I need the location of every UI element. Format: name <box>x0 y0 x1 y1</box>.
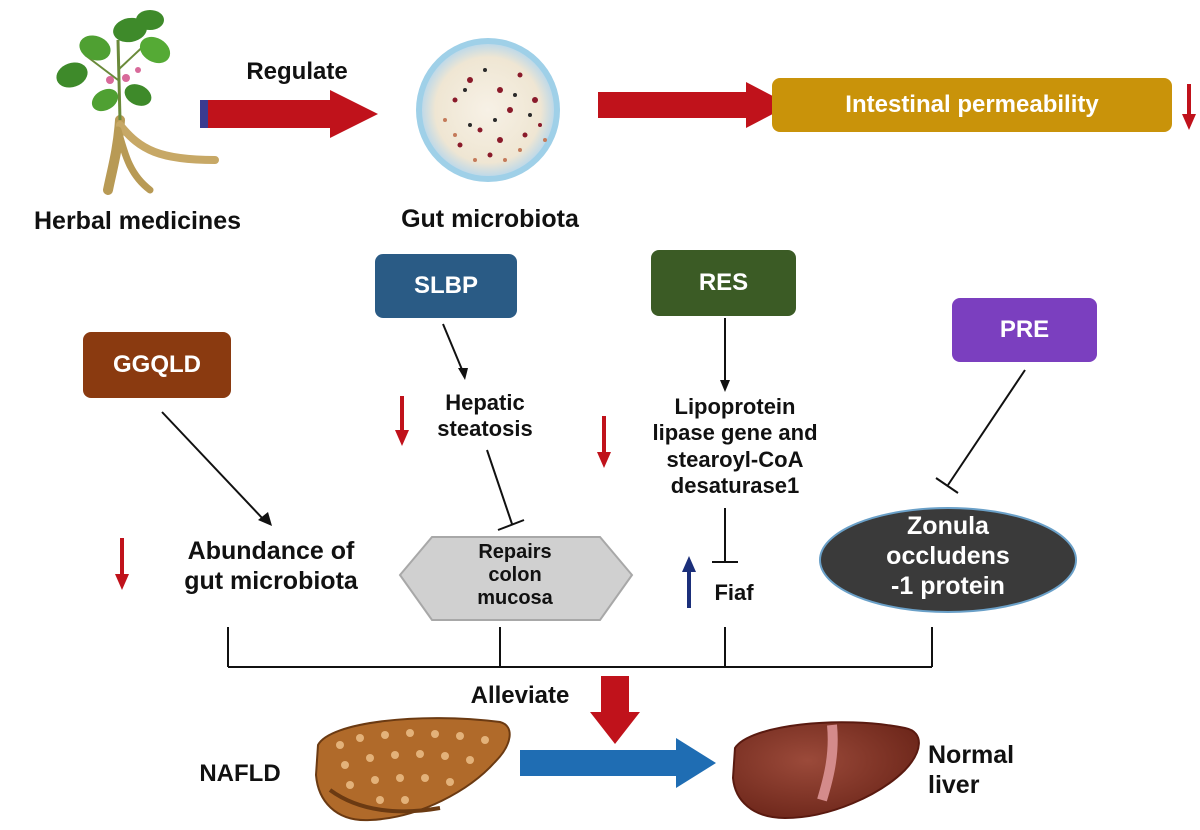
res-box: RES <box>651 250 796 316</box>
lipoprotein-label: Lipoprotein lipase gene and stearoyl-CoA… <box>652 394 818 499</box>
alleviate-arrow <box>590 676 640 744</box>
regulate-label: Regulate <box>246 58 348 85</box>
repairs-label: Repairs colon mucosa <box>477 541 553 609</box>
normal-liver-icon <box>731 721 920 820</box>
alleviate-bracket <box>227 627 933 668</box>
down-arrow-hepatic <box>395 396 409 446</box>
slbp-box: SLBP <box>375 254 517 318</box>
down-arrow-abundance <box>115 538 129 590</box>
slbp-to-hepatic-line <box>442 323 464 373</box>
zonula-label: Zonula occludens -1 protein <box>886 512 1010 600</box>
intestinal-permeability-box <box>772 78 1172 132</box>
alleviate-label: Alleviate <box>470 682 570 709</box>
nafld-to-normal-arrow <box>520 738 716 788</box>
fatty-liver-icon <box>314 717 511 822</box>
hepatic-inhibit-bar <box>497 519 525 531</box>
herb-plant-icon <box>56 10 219 195</box>
slbp-arrowhead <box>458 368 468 380</box>
down-arrow-permeability <box>1182 84 1196 130</box>
regulate-arrow <box>200 90 378 138</box>
nafld-label: NAFLD <box>199 760 281 787</box>
pre-box: PRE <box>952 298 1097 362</box>
petri-dish-icon <box>416 38 560 182</box>
hepatic-steatosis-label: Hepatic steatosis <box>437 390 533 442</box>
up-arrow-fiaf <box>682 556 696 608</box>
permeability-arrow <box>598 82 790 128</box>
ggqld-box: GGQLD <box>83 332 231 398</box>
herbal-medicines-label: Herbal medicines <box>33 207 242 235</box>
gut-microbiota-label: Gut microbiota <box>401 205 579 233</box>
repairs-hexagon <box>398 536 634 621</box>
pre-to-zonula-line <box>947 369 1026 486</box>
ggqld-arrowhead <box>258 512 272 526</box>
zonula-ellipse <box>819 507 1077 613</box>
abundance-label: Abundance of gut microbiota <box>184 537 358 595</box>
intestinal-permeability-label: Intestinal permeability <box>845 91 1099 118</box>
fiaf-label: Fiaf <box>714 580 754 605</box>
normal-liver-label: Normal liver <box>928 741 1015 799</box>
res-arrowhead <box>720 380 730 392</box>
ggqld-to-abundance-line <box>161 411 265 521</box>
hepatic-to-repairs-line <box>486 449 513 525</box>
pre-inhibit-bar <box>935 477 959 494</box>
down-arrow-lipoprotein <box>597 416 611 468</box>
